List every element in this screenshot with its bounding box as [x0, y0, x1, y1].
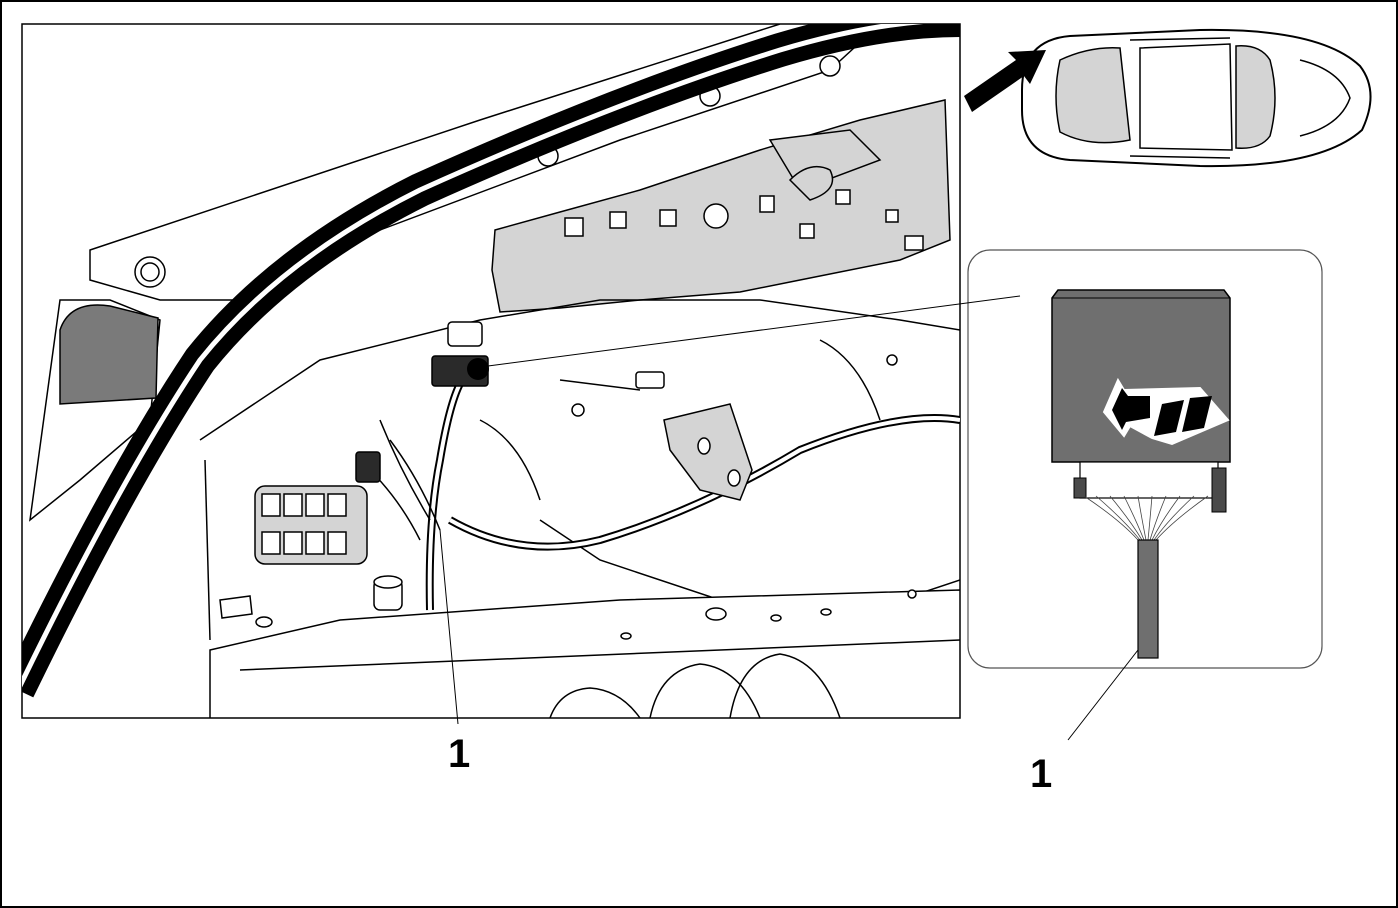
- car-roof: [1139, 43, 1233, 151]
- view-direction-arrow: [964, 50, 1046, 112]
- bolt: [571, 403, 585, 417]
- connector-plug: [447, 321, 483, 347]
- small-connector: [355, 451, 381, 483]
- floor-hole: [255, 616, 273, 628]
- harness-main-fill: [427, 378, 464, 611]
- leader-line-right: [1067, 649, 1139, 741]
- vent-slot: [327, 531, 347, 555]
- callout-label-left: 1: [448, 732, 471, 776]
- mount-plate-hole: [727, 469, 741, 487]
- nut: [886, 354, 898, 366]
- car-windshield: [1235, 45, 1276, 149]
- harness-wire: [379, 419, 431, 521]
- harness-wire: [479, 419, 541, 501]
- location-dot: [467, 358, 489, 380]
- floor-hole: [620, 632, 632, 640]
- vent-slot: [283, 531, 303, 555]
- connector-latch: [1073, 477, 1087, 499]
- leader-line-module: [487, 295, 1021, 367]
- bracket-slot: [799, 223, 815, 239]
- connector-latch: [1211, 467, 1227, 513]
- mount-hole-inner: [140, 262, 160, 282]
- bracket-slot: [659, 209, 677, 227]
- detail-inset: [967, 249, 1323, 669]
- floor-rib: [649, 663, 761, 718]
- mount-plate-hole: [697, 437, 711, 455]
- bracket-slot: [564, 217, 584, 237]
- vent-slot: [305, 531, 325, 555]
- floor-rib: [729, 653, 841, 718]
- loop-hose-fill: [449, 416, 960, 549]
- small-connector: [635, 371, 665, 389]
- car-top-view: [1021, 28, 1372, 168]
- body-line: [199, 299, 960, 441]
- module-arrow-symbol: [1102, 377, 1230, 446]
- bracket-slot: [609, 211, 627, 229]
- nut: [907, 589, 917, 599]
- bracket-slot: [759, 195, 775, 213]
- harness-wire: [389, 439, 441, 531]
- floor-hole: [705, 607, 727, 621]
- body-line: [204, 459, 211, 641]
- vent-slot: [327, 493, 347, 517]
- bracket-slot: [835, 189, 851, 205]
- main-illustration: [21, 23, 961, 719]
- door-seal-highlight: [22, 24, 924, 688]
- bracket-slot: [885, 209, 899, 223]
- floor-hole: [820, 608, 832, 616]
- module-connector-base: [1079, 461, 1219, 499]
- callout-label-right: 1: [1030, 752, 1053, 796]
- round-connector-top: [373, 575, 403, 589]
- vent-slot: [261, 531, 281, 555]
- floor-hole: [770, 614, 782, 622]
- bracket-slot: [904, 235, 924, 251]
- vent-slot: [305, 493, 325, 517]
- harness-wire: [559, 379, 641, 391]
- car-side-line: [1129, 155, 1231, 159]
- grey-pad: [59, 304, 159, 405]
- car-rear-window: [1055, 47, 1131, 144]
- floor-panel: [209, 589, 960, 718]
- vent-slot: [283, 493, 303, 517]
- module-cable: [1137, 539, 1159, 659]
- car-side-line: [1129, 37, 1231, 41]
- floor-line: [239, 639, 960, 671]
- bracket-tab: [788, 165, 834, 201]
- trim-clip: [219, 595, 253, 619]
- control-module: [1051, 289, 1231, 463]
- vent-slot: [261, 493, 281, 517]
- floor-rib: [549, 687, 641, 718]
- mount-hole: [819, 55, 841, 77]
- body-line: [819, 339, 881, 421]
- leader-line-left: [439, 529, 459, 725]
- wire-fan: [1083, 495, 1209, 541]
- car-hood-line: [1299, 59, 1351, 137]
- bracket-hole: [703, 203, 729, 229]
